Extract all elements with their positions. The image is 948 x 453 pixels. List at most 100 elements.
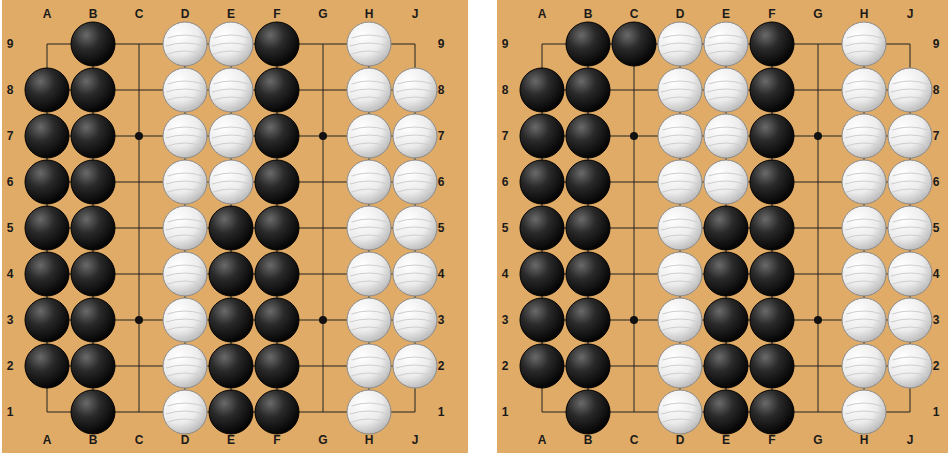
black-stone [71, 206, 115, 250]
black-stone [520, 68, 564, 112]
white-stone [163, 22, 207, 66]
stone-stripe [350, 89, 388, 92]
stone-stripe [214, 127, 249, 130]
row-label: 9 [7, 38, 14, 50]
stone-stripe [661, 181, 699, 184]
stone-stripe [663, 173, 698, 176]
row-label: 7 [502, 130, 509, 142]
stone-stripe [396, 135, 434, 138]
white-stone [842, 252, 886, 296]
stone-stripe [350, 411, 388, 414]
white-stone [888, 344, 932, 388]
row-label: 5 [933, 222, 940, 234]
black-stone [25, 206, 69, 250]
stone-stripe [847, 327, 882, 330]
star-point [319, 132, 327, 140]
column-label: A [538, 8, 547, 20]
stone-stripe [398, 373, 433, 376]
stone-stripe [350, 365, 388, 368]
stone-stripe [168, 327, 203, 330]
black-stone [704, 344, 748, 388]
black-stone [566, 390, 610, 434]
black-stone [566, 252, 610, 296]
board-wood [497, 0, 948, 453]
stone-stripe [352, 127, 387, 130]
white-stone [888, 160, 932, 204]
column-label: G [318, 434, 327, 446]
black-stone [209, 344, 253, 388]
stone-stripe [893, 311, 928, 314]
black-stone [255, 22, 299, 66]
white-stone [704, 114, 748, 158]
column-label: D [676, 434, 685, 446]
stone-stripe [709, 127, 744, 130]
column-label: G [813, 434, 822, 446]
column-label: H [860, 8, 869, 20]
stone-stripe [847, 189, 882, 192]
black-stone [612, 22, 656, 66]
stone-stripe [168, 419, 203, 422]
stone-stripe [709, 97, 744, 100]
stone-stripe [352, 281, 387, 284]
black-stone [704, 390, 748, 434]
stone-stripe [398, 173, 433, 176]
white-stone [658, 298, 702, 342]
row-label: 5 [7, 222, 14, 234]
stone-stripe [168, 235, 203, 238]
row-label: 2 [933, 360, 940, 372]
black-stone [71, 114, 115, 158]
row-label: 1 [438, 406, 445, 418]
black-stone [25, 68, 69, 112]
stone-stripe [891, 135, 929, 138]
stone-stripe [396, 319, 434, 322]
stone-stripe [893, 127, 928, 130]
stone-stripe [663, 97, 698, 100]
row-label: 2 [7, 360, 14, 372]
row-label: 4 [7, 268, 14, 280]
stone-stripe [847, 357, 882, 360]
stone-stripe [847, 281, 882, 284]
go-board [2, 0, 468, 453]
black-stone [750, 344, 794, 388]
stone-stripe [707, 89, 745, 92]
stone-stripe [398, 281, 433, 284]
stone-stripe [396, 227, 434, 230]
white-stone [347, 206, 391, 250]
stone-stripe [891, 227, 929, 230]
stone-stripe [352, 357, 387, 360]
column-label: D [181, 434, 190, 446]
stone-stripe [891, 365, 929, 368]
white-stone [393, 68, 437, 112]
white-stone [842, 344, 886, 388]
black-stone [750, 298, 794, 342]
stone-stripe [396, 89, 434, 92]
black-stone [25, 298, 69, 342]
stone-stripe [352, 373, 387, 376]
stone-stripe [661, 365, 699, 368]
white-stone [347, 68, 391, 112]
row-label: 1 [933, 406, 940, 418]
column-label: A [538, 434, 547, 446]
stone-stripe [212, 181, 250, 184]
stone-stripe [893, 189, 928, 192]
stone-stripe [168, 97, 203, 100]
white-stone [347, 22, 391, 66]
row-label: 3 [438, 314, 445, 326]
white-stone [347, 160, 391, 204]
white-stone [842, 160, 886, 204]
stone-stripe [661, 319, 699, 322]
row-label: 8 [7, 84, 14, 96]
stone-stripe [891, 273, 929, 276]
row-label: 9 [502, 38, 509, 50]
row-label: 7 [438, 130, 445, 142]
stone-stripe [709, 173, 744, 176]
black-stone [704, 298, 748, 342]
white-stone [658, 114, 702, 158]
row-label: 7 [7, 130, 14, 142]
row-label: 5 [502, 222, 509, 234]
stone-stripe [847, 51, 882, 54]
white-stone [393, 298, 437, 342]
stone-stripe [847, 219, 882, 222]
stone-stripe [168, 265, 203, 268]
